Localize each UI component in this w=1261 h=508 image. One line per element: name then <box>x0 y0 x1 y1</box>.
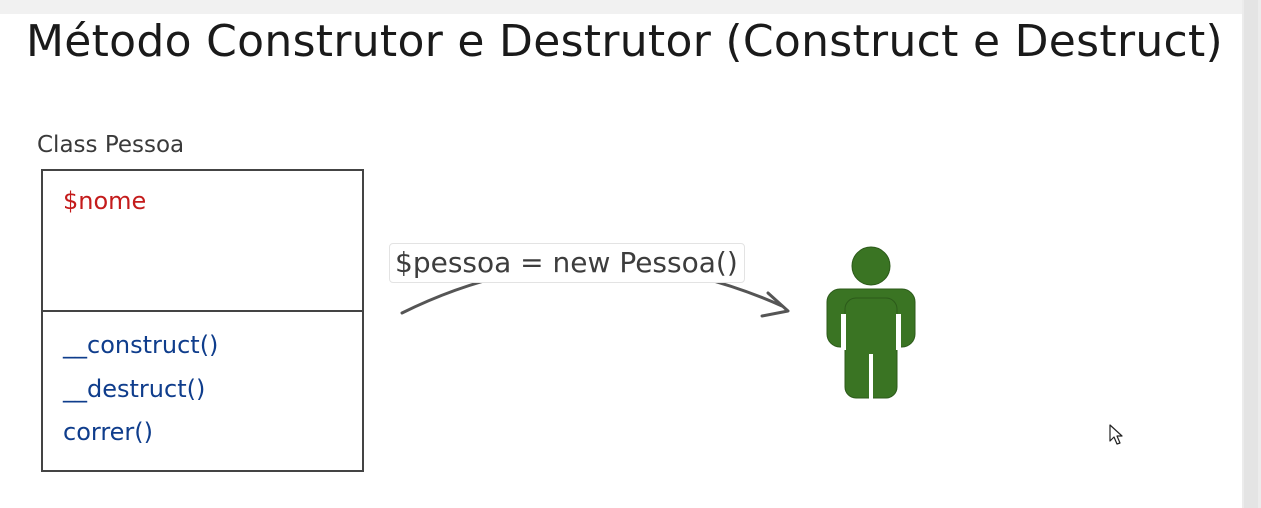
top-band <box>0 0 1261 14</box>
class-label: Class Pessoa <box>37 132 185 158</box>
arrow-head <box>760 291 790 318</box>
method-construct: __construct() <box>63 331 219 359</box>
class-box-divider <box>43 310 362 312</box>
slide-title: Método Construtor e Destrutor (Construct… <box>26 16 1224 67</box>
attribute-nome: $nome <box>63 187 147 215</box>
method-correr: correr() <box>63 418 154 446</box>
class-box: $nome __construct() __destruct() correr(… <box>41 169 364 472</box>
instantiation-code: $pessoa = new Pessoa() <box>389 243 745 283</box>
method-destruct: __destruct() <box>63 375 206 403</box>
mouse-cursor-icon <box>1109 424 1123 445</box>
scrollbar-thumb[interactable] <box>1244 0 1258 508</box>
person-icon <box>826 246 916 400</box>
scrollbar[interactable] <box>1242 0 1261 508</box>
